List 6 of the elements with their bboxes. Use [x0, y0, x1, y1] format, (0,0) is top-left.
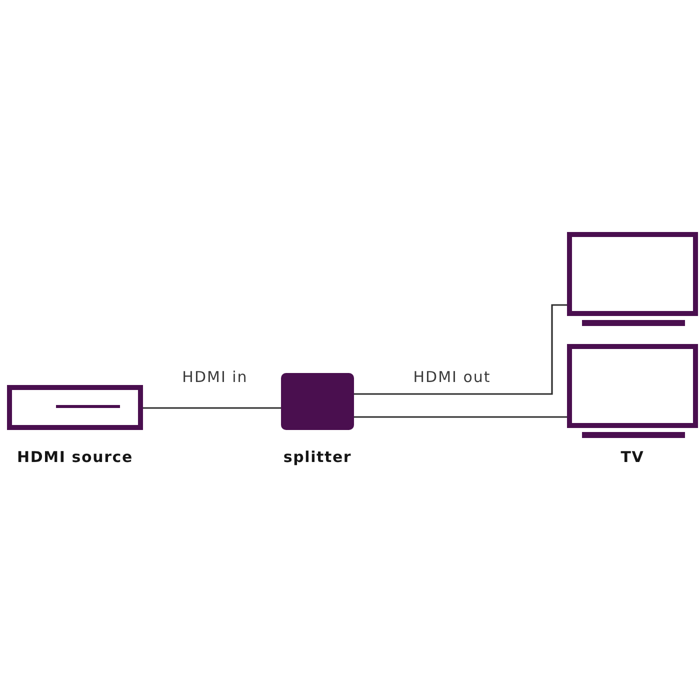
device-label: TV: [620, 448, 644, 466]
device-label: splitter: [283, 448, 352, 466]
cable-line: [354, 304, 567, 395]
device-label: HDMI source: [17, 448, 133, 466]
cable-line: [354, 416, 567, 418]
cable-line: [143, 407, 281, 409]
